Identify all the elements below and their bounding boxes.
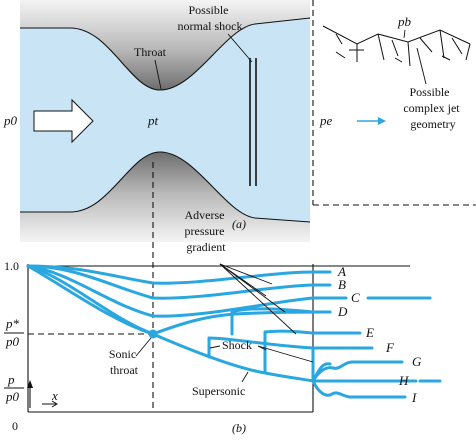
pt-label: pt — [147, 113, 159, 128]
bottom-wall-contour — [20, 151, 311, 223]
sonic-throat-label: Sonic throat — [109, 347, 139, 377]
pe-label: pe — [319, 113, 333, 128]
sonic-line-1: Sonic — [109, 347, 136, 361]
curve-d — [26, 264, 332, 336]
nozzle-bottom-wall — [20, 152, 310, 242]
p-star-denominator: p0 — [5, 334, 20, 349]
curve-label-d: D — [337, 304, 348, 319]
sonic-point — [148, 329, 158, 339]
curve-label-h: H — [398, 373, 409, 388]
throat-leader — [154, 59, 162, 90]
shock-leader-3 — [257, 345, 314, 363]
curve-f-shock — [207, 336, 374, 359]
possible-normal-shock-line-1: Possible — [188, 3, 228, 17]
panel-a-label: (a) — [232, 217, 246, 231]
curve-label-g: G — [412, 354, 422, 369]
adverse-leader-3 — [219, 263, 297, 335]
x-axis-label: x — [51, 388, 58, 403]
curve-e — [263, 329, 362, 335]
exit-flow-arrowhead-icon — [378, 117, 386, 125]
panel-b-label: (b) — [232, 421, 246, 435]
normal-shock-leader — [227, 33, 253, 63]
adverse-leader-4 — [219, 263, 273, 285]
p-ratio-denominator: p0 — [5, 389, 20, 404]
shock-leader-1 — [209, 345, 221, 349]
y-value-one: 1.0 — [4, 259, 19, 273]
origin-label: 0 — [12, 419, 18, 433]
curve-label-e: E — [365, 325, 374, 340]
curve-c — [26, 264, 348, 318]
throat-label: Throat — [134, 45, 167, 59]
sonic-leader — [135, 337, 152, 357]
p0-label: p0 — [3, 113, 18, 128]
adverse-line-1: Adverse — [185, 208, 225, 222]
jet-geometry-leader — [416, 47, 427, 85]
y-axis-arrowhead-icon — [27, 380, 33, 388]
p-ratio-numerator: p — [7, 372, 15, 387]
jet-geometry-sketch — [322, 25, 471, 67]
complex-jet-line-1: Possible — [409, 85, 449, 99]
supersonic-leader — [241, 371, 249, 383]
curve-a — [26, 264, 332, 285]
complex-jet-label: Possible complex jet geometry — [403, 85, 462, 131]
sonic-line-2: throat — [110, 363, 139, 377]
pressure-panel: A B C D E F G H I 1.0 p* p0 p p0 x 0 Adv… — [4, 162, 442, 435]
adverse-line-2: pressure — [185, 224, 225, 238]
supersonic-label: Supersonic — [192, 384, 245, 398]
adverse-line-3: gradient — [186, 240, 226, 254]
curve-b — [26, 264, 332, 300]
curve-label-f: F — [385, 340, 395, 355]
pb-label: pb — [397, 14, 412, 29]
nozzle-panel: p0 pt pe pb Throat Possible normal shock… — [3, 0, 476, 242]
pb-leader — [403, 29, 406, 39]
curve-label-b: B — [338, 277, 346, 292]
x-axis-arrow-icon — [42, 400, 58, 408]
possible-normal-shock-label: Possible normal shock — [178, 3, 243, 33]
flow-region — [20, 18, 310, 222]
shock-label: Shock — [222, 338, 252, 352]
nozzle-top-wall — [20, 0, 310, 90]
complex-jet-line-3: geometry — [410, 117, 455, 131]
curve-label-c: C — [351, 290, 360, 305]
flow-arrow-icon — [33, 98, 94, 144]
curve-e-shock — [230, 307, 332, 336]
curve-main-supersonic — [26, 264, 418, 383]
curve-label-i: I — [411, 390, 417, 405]
adverse-gradient-label: Adverse pressure gradient — [185, 208, 228, 254]
adverse-leader-2 — [219, 263, 286, 313]
pressure-curves — [26, 264, 442, 399]
complex-jet-line-2: complex jet — [403, 101, 460, 115]
p-star-numerator: p* — [5, 316, 20, 331]
curve-label-a: A — [337, 264, 346, 279]
top-wall-contour — [20, 17, 311, 91]
curve-i — [311, 379, 407, 399]
possible-normal-shock-line-2: normal shock — [178, 19, 243, 33]
